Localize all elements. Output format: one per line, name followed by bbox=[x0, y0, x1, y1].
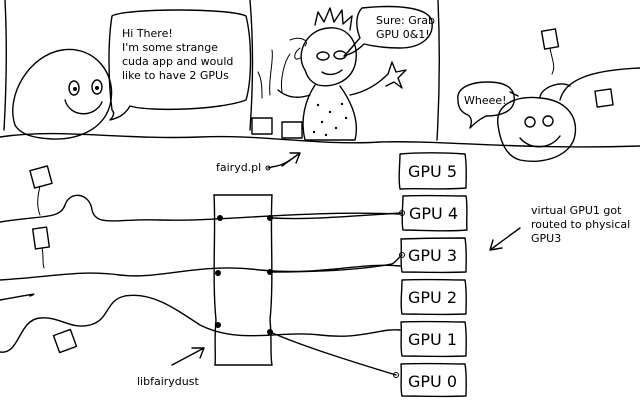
bubble-left-line-2: I'm some strange bbox=[122, 41, 218, 54]
gpu-1-box: GPU 1 bbox=[400, 320, 467, 358]
gpu-5-label: GPU 5 bbox=[408, 162, 457, 181]
gpu-4-label: GPU 4 bbox=[409, 204, 458, 223]
bubble-left-line-1: Hi There! bbox=[122, 27, 173, 40]
smiley-character-left bbox=[12, 48, 113, 140]
gpu-0-label: GPU 0 bbox=[408, 372, 457, 391]
gpu-stack: GPU 5 GPU 4 GPU 3 GPU 2 GPU 1 GPU 0 bbox=[398, 152, 468, 398]
gpu-3-box: GPU 3 bbox=[400, 237, 467, 274]
gpu-4-box: GPU 4 bbox=[401, 194, 468, 232]
wall-tags bbox=[29, 165, 78, 354]
libfairydust-label-group: libfairydust bbox=[137, 347, 205, 388]
note-line-3: GPU3 bbox=[531, 232, 561, 245]
gpu-0-box: GPU 0 bbox=[400, 362, 467, 398]
speech-bubble-left: Hi There! I'm some strange cuda app and … bbox=[108, 9, 252, 121]
speech-bubble-fairy: Sure: Grab GPU 0&1! bbox=[343, 5, 435, 57]
gpu-5-box: GPU 5 bbox=[398, 152, 467, 190]
gpu-2-label: GPU 2 bbox=[408, 288, 457, 307]
libfairydust-label: libfairydust bbox=[137, 375, 199, 388]
fairyd-label-group: fairyd.pl bbox=[216, 152, 301, 174]
note-line-1: virtual GPU1 got bbox=[531, 204, 622, 217]
gpu-1-label: GPU 1 bbox=[408, 330, 457, 349]
bubble-left-line-3: cuda app and would bbox=[122, 55, 233, 68]
bubble-fairy-line-2: GPU 0&1! bbox=[376, 28, 430, 41]
note-line-2: routed to physical bbox=[531, 218, 630, 231]
gpu-2-box: GPU 2 bbox=[400, 278, 467, 316]
routing-note: virtual GPU1 got routed to physical GPU3 bbox=[489, 204, 630, 251]
bubble-fairy-line-1: Sure: Grab bbox=[376, 14, 435, 27]
fairy-dots bbox=[312, 102, 348, 137]
speech-bubble-right: Wheee! bbox=[457, 81, 515, 129]
libfairydust-box bbox=[213, 194, 273, 366]
gpu-3-label: GPU 3 bbox=[408, 246, 457, 265]
bubble-left-line-4: like to have 2 GPUs bbox=[122, 69, 229, 82]
fairyd-label: fairyd.pl bbox=[216, 161, 261, 174]
gpu-connections bbox=[269, 210, 405, 378]
background-lines bbox=[0, 0, 640, 353]
smiley-character-right bbox=[497, 28, 640, 162]
bubble-right-text: Wheee! bbox=[464, 94, 507, 107]
fairy-character bbox=[251, 7, 407, 141]
